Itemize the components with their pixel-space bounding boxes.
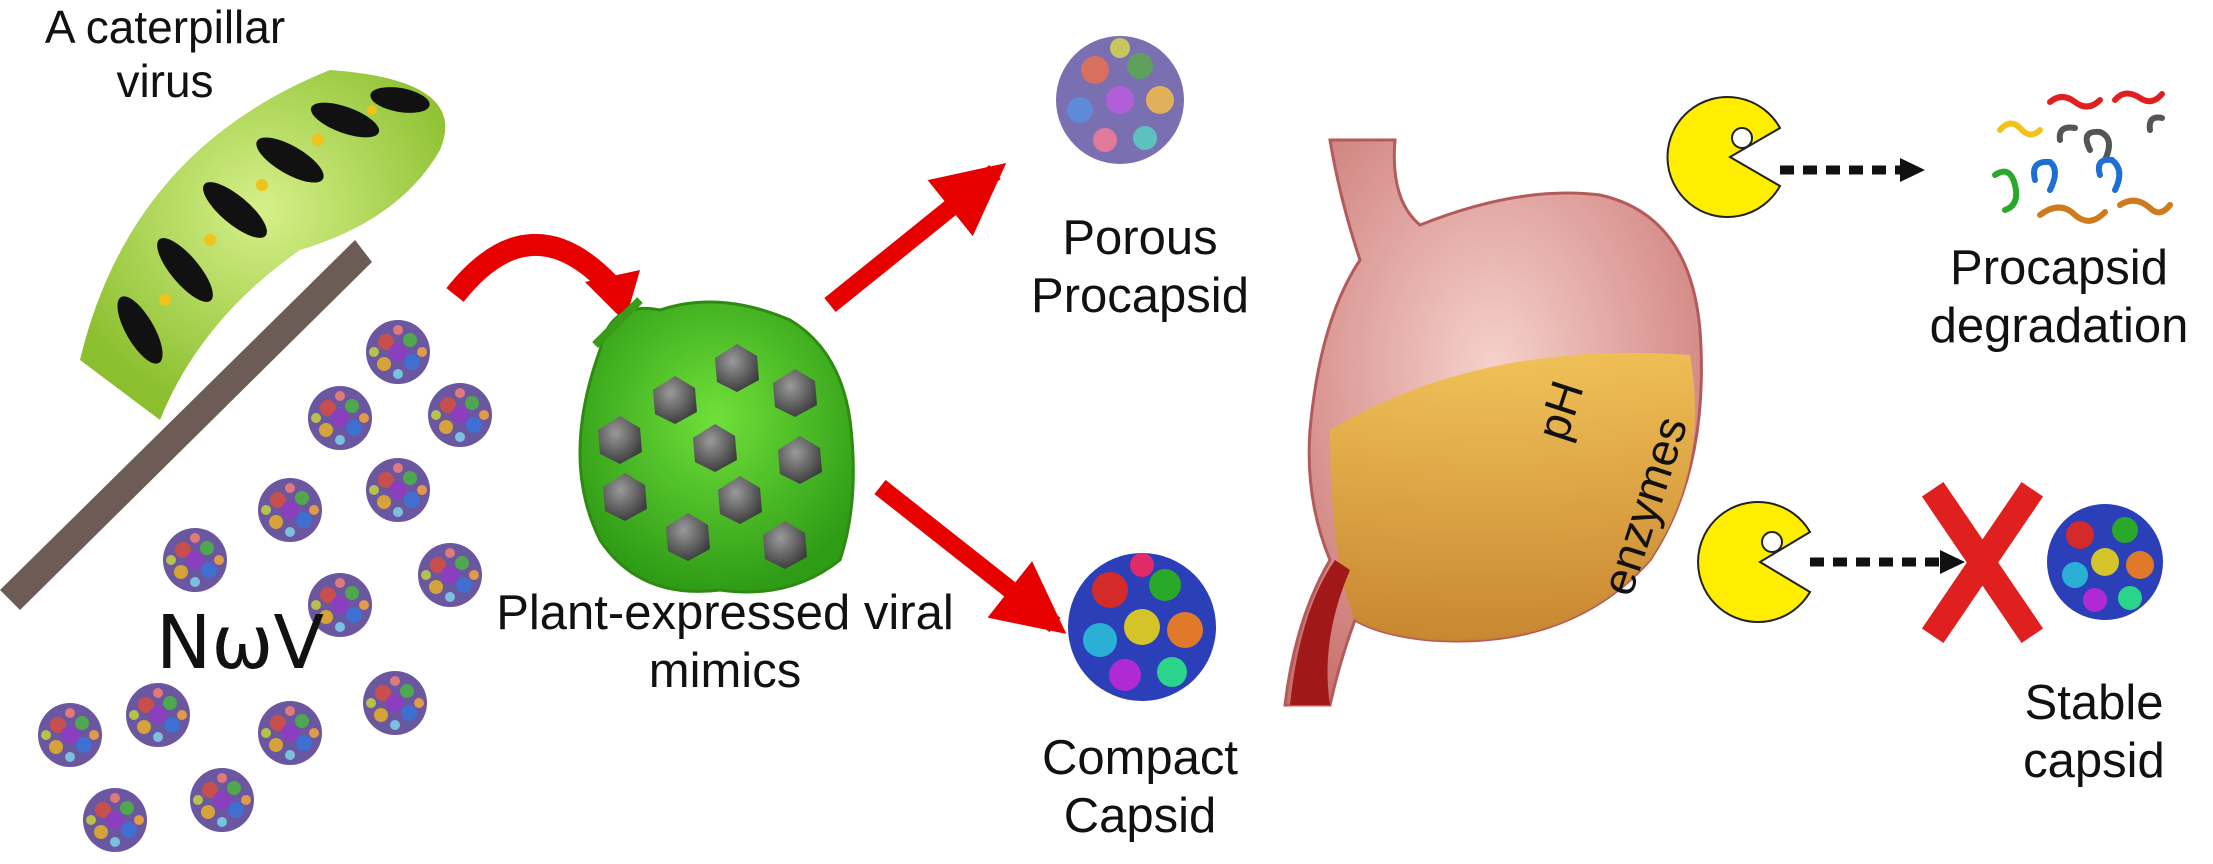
stable-capsid-illustration <box>2047 504 2163 620</box>
plant-expressed-label: Plant-expressed viral mimics <box>496 586 954 698</box>
procapsid-fragments <box>1992 90 2173 224</box>
porous-procapsid-illustration <box>1056 36 1184 164</box>
red-x-blocked <box>1921 481 2044 644</box>
dotted-arrow-bottom <box>1810 550 1965 574</box>
stable-capsid-label: Stable capsid <box>2023 676 2165 788</box>
leaf-with-viral-mimics <box>578 297 855 594</box>
nwv-virus-particles <box>38 320 492 852</box>
caterpillar-illustration <box>0 70 446 610</box>
curved-arrow-to-leaf <box>446 233 640 322</box>
caterpillar-virus-label: A caterpillar virus <box>44 1 286 108</box>
porous-procapsid-label: Porous Procapsid <box>1031 211 1249 323</box>
stomach-illustration <box>1283 138 1703 707</box>
pacman-enzyme-bottom <box>1697 501 1812 623</box>
dotted-arrow-top <box>1780 158 1925 182</box>
arrow-to-capsid <box>874 479 1067 634</box>
nwv-label: NωV <box>156 600 324 686</box>
compact-capsid-label: Compact Capsid <box>1041 731 1239 843</box>
compact-capsid-illustration <box>1068 553 1216 701</box>
procapsid-degradation-label: Procapsid degradation <box>1929 241 2189 353</box>
arrow-to-procapsid <box>824 162 1007 313</box>
pacman-enzyme-top <box>1666 96 1782 218</box>
